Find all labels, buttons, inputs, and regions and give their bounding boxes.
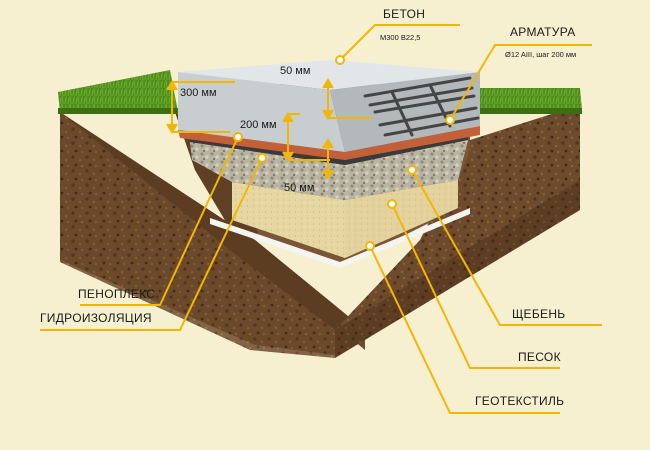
label-gidroizolyaciya: ГИДРОИЗОЛЯЦИЯ [40, 311, 152, 325]
rebar-mesh [363, 76, 480, 137]
dot-geotextil [365, 241, 375, 251]
sand-front [232, 182, 345, 258]
dim-300-arrow-bottom [166, 123, 178, 134]
dim-label-200: 200 мм [240, 119, 277, 131]
soil-block-left [60, 112, 365, 355]
concrete-top [178, 60, 480, 90]
label-penoplex: ПЕНОПЛЕКС [78, 287, 155, 301]
dim-50-bot-arrow2 [322, 169, 334, 180]
label-pesok: ПЕСОК [518, 350, 561, 364]
label-shcheben: ЩЕБЕНЬ [512, 307, 565, 321]
grass-right [470, 88, 582, 112]
dim-label-50-top: 50 мм [280, 65, 310, 77]
dim-300-ext [172, 81, 235, 133]
leader-geotextil [369, 245, 560, 414]
grass-edge-right [470, 108, 582, 114]
dot-pesok [387, 199, 397, 209]
leader-armatura [449, 44, 592, 121]
leader-dots [233, 55, 455, 251]
leader-penoplex [80, 136, 239, 306]
soil-block-left-texture [60, 112, 335, 358]
leader-gidroizolyaciya [40, 157, 263, 331]
leader-beton [339, 24, 460, 61]
dot-penoplex [233, 132, 243, 142]
soil-block-right-shade [335, 180, 580, 358]
dim-label-300: 300 мм [180, 87, 217, 99]
dot-armatura [445, 115, 455, 125]
grass-edge-left [58, 108, 178, 114]
dot-beton [335, 55, 345, 65]
dot-shcheben [407, 165, 417, 175]
leader-pesok [391, 203, 560, 369]
leader-shcheben [411, 169, 602, 326]
soil-block-right [335, 105, 580, 358]
label-beton: БЕТОН [383, 7, 425, 21]
dimension-lines [166, 78, 372, 180]
gravel-right [345, 140, 468, 200]
leader-lines [40, 24, 602, 414]
dim-50-top-arrow [322, 78, 334, 89]
geotextile-layer [210, 208, 470, 268]
dim-label-50-bottom: 50 мм [284, 182, 314, 194]
dot-gidroizolyaciya [257, 153, 267, 163]
grass-left [58, 70, 178, 112]
label-beton-sub: М300 В22,5 [380, 33, 420, 42]
label-armatura: АРМАТУРА [510, 25, 576, 39]
label-geotextil: ГЕОТЕКСТИЛЬ [475, 394, 564, 408]
dim-50-bot-arrow [322, 138, 334, 149]
label-armatura-sub: Ø12 AIII, шаг 200 мм [505, 50, 576, 59]
